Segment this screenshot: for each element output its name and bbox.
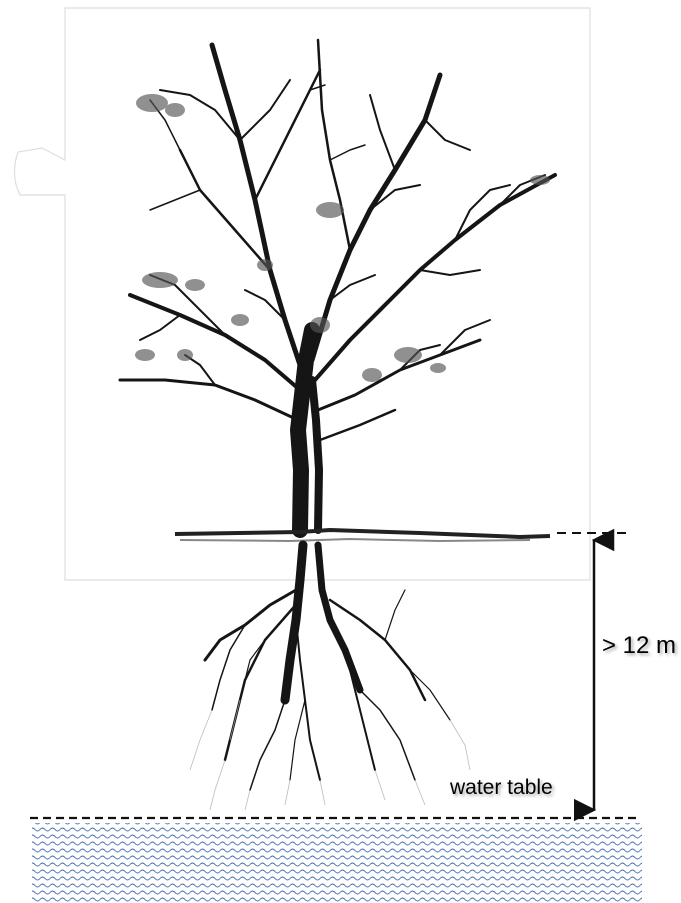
roots-icon (205, 545, 450, 790)
fine-roots (190, 700, 470, 810)
water-waves-icon (32, 823, 642, 903)
water-table-label: water table (450, 776, 553, 800)
depth-label: > 12 m (602, 632, 676, 660)
